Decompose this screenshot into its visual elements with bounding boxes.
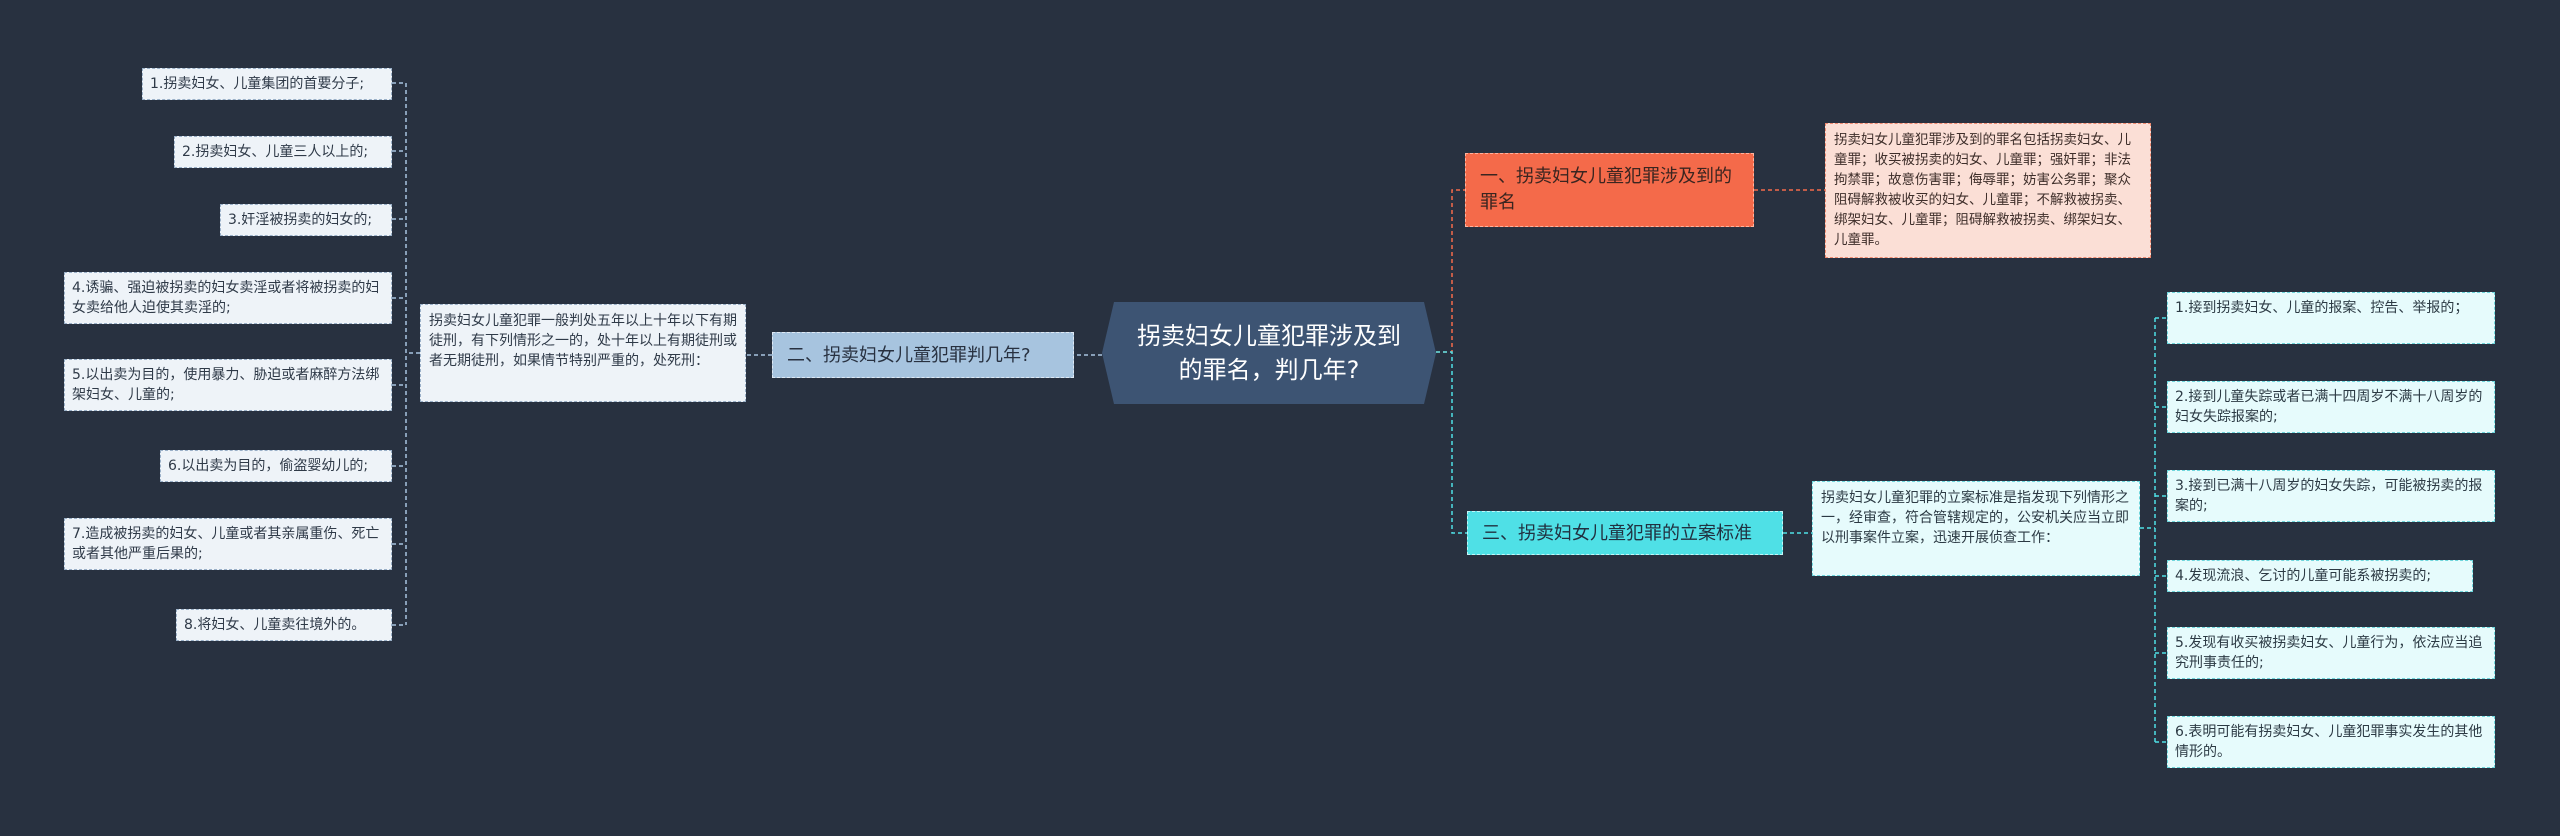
connector-root-b1 bbox=[1436, 189, 1465, 353]
leaf-text: 6.表明可能有拐卖妇女、儿童犯罪事实发生的其他情形的。 bbox=[2175, 724, 2483, 760]
branch-2-leaf[interactable]: 1.拐卖妇女、儿童集团的首要分子; bbox=[142, 68, 392, 100]
leaf-text: 3.奸淫被拐卖的妇女的; bbox=[228, 212, 373, 228]
branch-3-leaf[interactable]: 4.发现流浪、乞讨的儿童可能系被拐卖的; bbox=[2167, 560, 2473, 592]
connector-root-b3 bbox=[1436, 351, 1467, 534]
root-topic[interactable]: 拐卖妇女儿童犯罪涉及到的罪名，判几年? bbox=[1102, 302, 1436, 404]
leaf-text: 4.诱骗、强迫被拐卖的妇女卖淫或者将被拐卖的妇女卖给他人迫使其卖淫的; bbox=[72, 280, 380, 316]
branch-3-leaf[interactable]: 2.接到儿童失踪或者已满十四周岁不满十八周岁的妇女失踪报案的; bbox=[2167, 381, 2495, 433]
connector-right-leaves bbox=[2155, 317, 2167, 743]
branch-2-label: 二、拐卖妇女儿童犯罪判几年? bbox=[787, 345, 1031, 366]
branch-1-detail[interactable]: 拐卖妇女儿童犯罪涉及到的罪名包括拐卖妇女、儿童罪；收买被拐卖的妇女、儿童罪；强奸… bbox=[1825, 123, 2151, 258]
branch-3-detail[interactable]: 拐卖妇女儿童犯罪的立案标准是指发现下列情形之一，经审查，符合管辖规定的，公安机关… bbox=[1812, 481, 2140, 576]
branch-2-topic[interactable]: 二、拐卖妇女儿童犯罪判几年? bbox=[772, 332, 1074, 378]
leaf-text: 5.发现有收买被拐卖妇女、儿童行为，依法应当追究刑事责任的; bbox=[2175, 635, 2483, 671]
branch-2-leaf[interactable]: 7.造成被拐卖的妇女、儿童或者其亲属重伤、死亡或者其他严重后果的; bbox=[64, 518, 392, 570]
branch-2-leaf[interactable]: 4.诱骗、强迫被拐卖的妇女卖淫或者将被拐卖的妇女卖给他人迫使其卖淫的; bbox=[64, 272, 392, 324]
leaf-text: 1.拐卖妇女、儿童集团的首要分子; bbox=[150, 76, 365, 92]
branch-2-detail-text: 拐卖妇女儿童犯罪一般判处五年以上十年以下有期徒刑，有下列情形之一的，处十年以上有… bbox=[429, 313, 737, 369]
branch-3-label: 三、拐卖妇女儿童犯罪的立案标准 bbox=[1482, 523, 1752, 544]
leaf-text: 4.发现流浪、乞讨的儿童可能系被拐卖的; bbox=[2175, 568, 2432, 584]
connector-right-spine bbox=[2140, 318, 2156, 742]
leaf-text: 1.接到拐卖妇女、儿童的报案、控告、举报的； bbox=[2175, 300, 2469, 316]
leaf-text: 2.拐卖妇女、儿童三人以上的; bbox=[182, 144, 369, 160]
connector-left-leaves bbox=[392, 82, 406, 626]
branch-2-leaf[interactable]: 5.以出卖为目的，使用暴力、胁迫或者麻醉方法绑架妇女、儿童的; bbox=[64, 359, 392, 411]
branch-2-detail[interactable]: 拐卖妇女儿童犯罪一般判处五年以上十年以下有期徒刑，有下列情形之一的，处十年以上有… bbox=[420, 304, 746, 402]
branch-2-leaf[interactable]: 8.将妇女、儿童卖往境外的。 bbox=[176, 609, 392, 641]
leaf-text: 2.接到儿童失踪或者已满十四周岁不满十八周岁的妇女失踪报案的; bbox=[2175, 389, 2483, 425]
branch-1-detail-text: 拐卖妇女儿童犯罪涉及到的罪名包括拐卖妇女、儿童罪；收买被拐卖的妇女、儿童罪；强奸… bbox=[1834, 132, 2131, 248]
branch-2-leaf[interactable]: 3.奸淫被拐卖的妇女的; bbox=[220, 204, 392, 236]
leaf-text: 3.接到已满十八周岁的妇女失踪，可能被拐卖的报案的; bbox=[2175, 478, 2483, 514]
leaf-text: 5.以出卖为目的，使用暴力、胁迫或者麻醉方法绑架妇女、儿童的; bbox=[72, 367, 380, 403]
branch-2-leaf[interactable]: 6.以出卖为目的，偷盗婴幼儿的; bbox=[160, 450, 392, 482]
root-topic-label: 拐卖妇女儿童犯罪涉及到的罪名，判几年? bbox=[1137, 322, 1401, 384]
branch-3-leaf[interactable]: 3.接到已满十八周岁的妇女失踪，可能被拐卖的报案的; bbox=[2167, 470, 2495, 522]
branch-1-topic[interactable]: 一、拐卖妇女儿童犯罪涉及到的罪名 bbox=[1465, 153, 1754, 227]
branch-3-topic[interactable]: 三、拐卖妇女儿童犯罪的立案标准 bbox=[1467, 511, 1783, 555]
branch-2-leaf[interactable]: 2.拐卖妇女、儿童三人以上的; bbox=[174, 136, 392, 168]
branch-3-leaf[interactable]: 1.接到拐卖妇女、儿童的报案、控告、举报的； bbox=[2167, 292, 2495, 344]
leaf-text: 7.造成被拐卖的妇女、儿童或者其亲属重伤、死亡或者其他严重后果的; bbox=[72, 526, 380, 562]
connector-left-spine bbox=[405, 83, 420, 625]
branch-3-detail-text: 拐卖妇女儿童犯罪的立案标准是指发现下列情形之一，经审查，符合管辖规定的，公安机关… bbox=[1821, 490, 2129, 546]
branch-1-label: 一、拐卖妇女儿童犯罪涉及到的罪名 bbox=[1480, 166, 1732, 213]
leaf-text: 8.将妇女、儿童卖往境外的。 bbox=[184, 617, 366, 633]
branch-3-leaf[interactable]: 5.发现有收买被拐卖妇女、儿童行为，依法应当追究刑事责任的; bbox=[2167, 627, 2495, 679]
leaf-text: 6.以出卖为目的，偷盗婴幼儿的; bbox=[168, 458, 369, 474]
branch-3-leaf[interactable]: 6.表明可能有拐卖妇女、儿童犯罪事实发生的其他情形的。 bbox=[2167, 716, 2495, 768]
